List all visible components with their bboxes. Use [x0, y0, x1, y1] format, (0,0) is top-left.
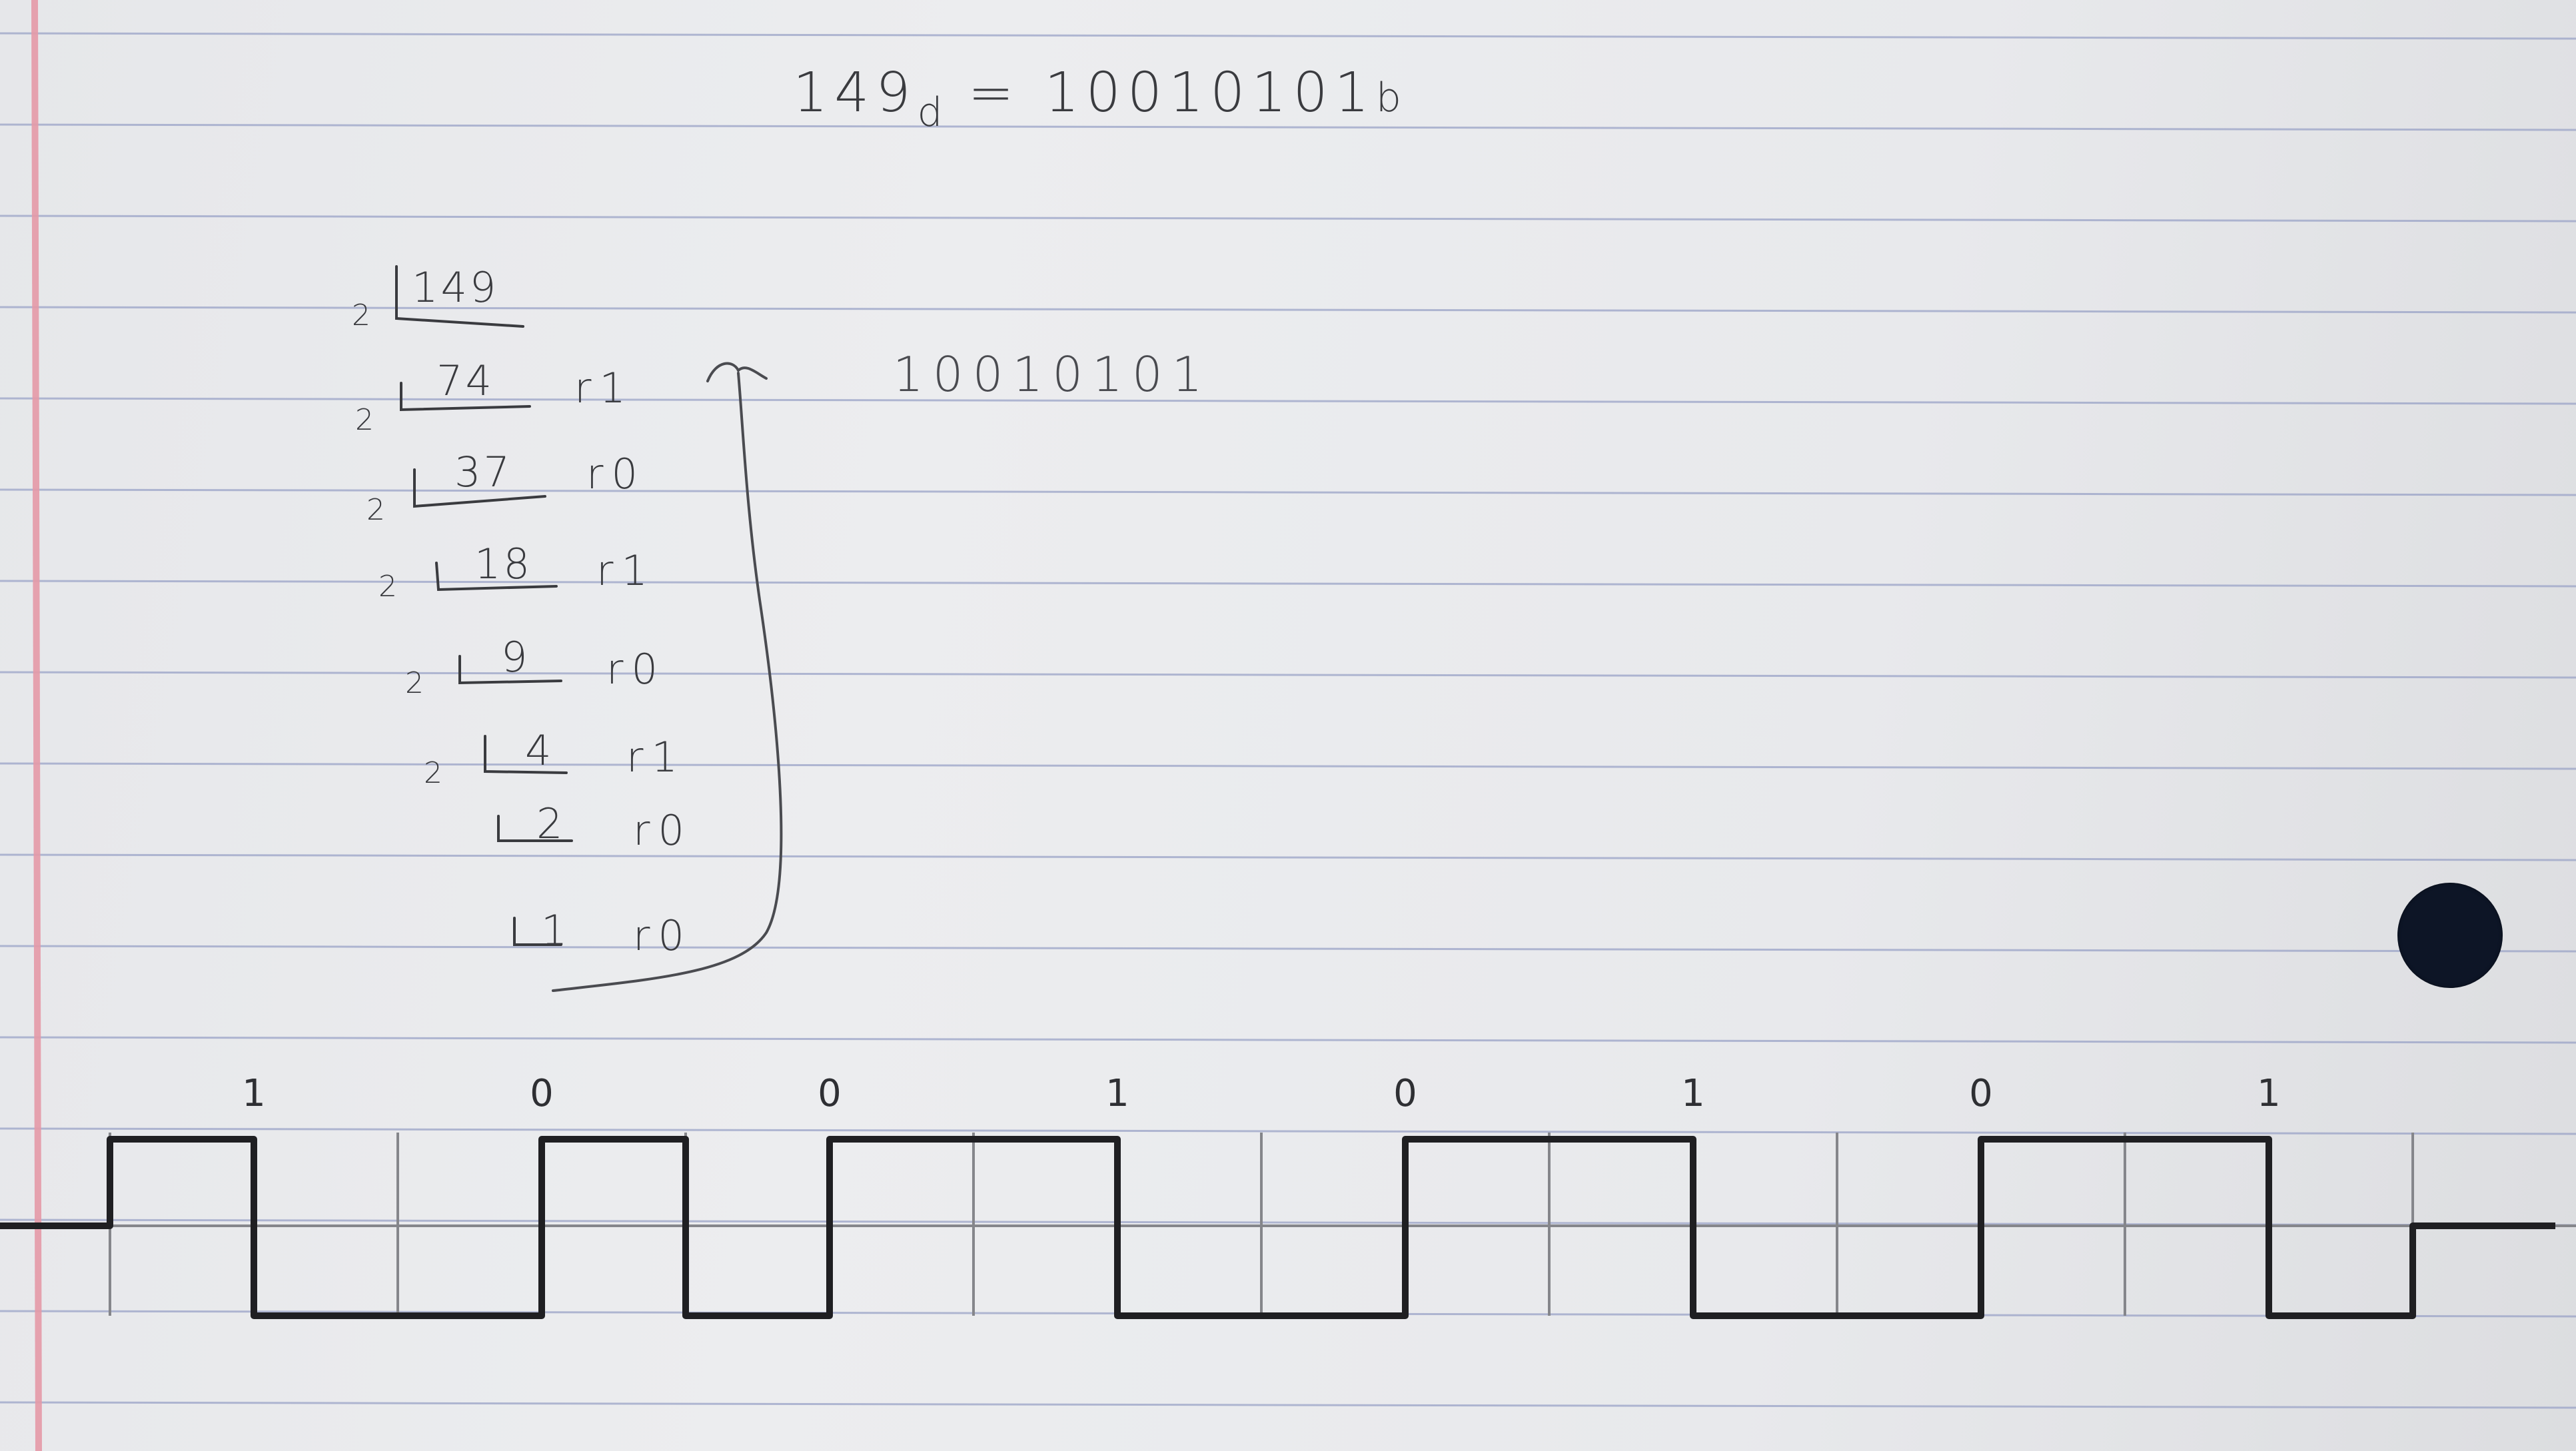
- step-divisor: 2: [355, 403, 376, 437]
- rule-line: [0, 580, 2576, 588]
- rule-line: [0, 762, 2576, 770]
- step-divisor: 2: [378, 570, 400, 604]
- rule-line: [0, 123, 2576, 131]
- rule-line: [0, 1127, 2576, 1135]
- bit-label: 0: [1969, 1072, 1993, 1115]
- bit-label: 0: [818, 1072, 842, 1115]
- rule-line: [0, 32, 2576, 40]
- step-divisor: 2: [366, 493, 388, 527]
- rule-line: [0, 853, 2576, 861]
- rule-line: [0, 1401, 2576, 1409]
- signal-trace: [0, 1136, 2555, 1319]
- rule-line: [0, 1036, 2576, 1044]
- equals-sign: =: [967, 61, 1021, 125]
- binder-hole: [2397, 883, 2503, 988]
- rule-line: [0, 671, 2576, 679]
- bit-label: 1: [242, 1072, 266, 1115]
- step-divisor: 2: [424, 756, 445, 790]
- step-divisor: 2: [352, 298, 373, 332]
- decimal-value: 149: [793, 61, 918, 125]
- binary-result: 10010101: [893, 346, 1212, 402]
- bit-label: 1: [1105, 1072, 1129, 1115]
- decimal-subscript: d: [917, 89, 944, 136]
- bit-label: 0: [1393, 1072, 1417, 1115]
- rule-line: [0, 945, 2576, 953]
- bit-label: 0: [530, 1072, 554, 1115]
- step-divisor: 2: [405, 666, 426, 700]
- equation-heading: 149d = 10010101b: [793, 61, 1403, 136]
- binary-value: 10010101: [1044, 61, 1376, 125]
- binary-subscript: b: [1375, 75, 1403, 121]
- rule-line: [0, 1218, 2576, 1226]
- margin-line: [31, 0, 42, 1451]
- bit-label: 1: [2257, 1072, 2281, 1115]
- rule-line: [0, 215, 2576, 223]
- bit-label: 1: [1681, 1072, 1705, 1115]
